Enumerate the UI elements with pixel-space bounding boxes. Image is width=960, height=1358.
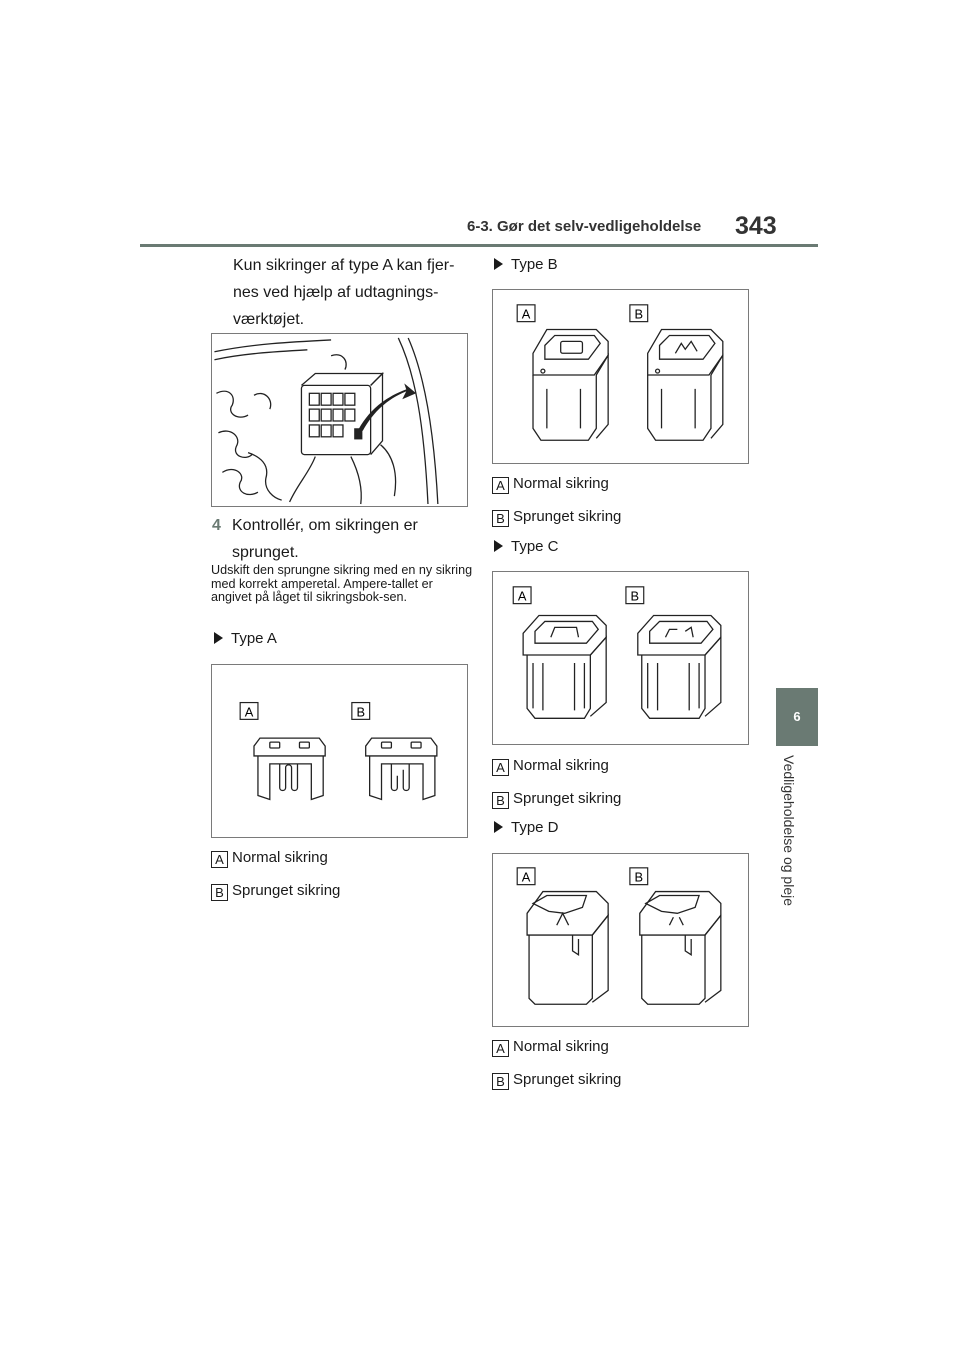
type-c-label: Type C [511,538,559,555]
header-divider [140,244,818,247]
type-c-figure: A B [492,571,749,745]
blade-fuse-drawing: A B [239,701,438,801]
legend-text: Sprunget sikring [513,508,622,525]
fig-label-a-box: A [239,701,259,720]
fig-label-b: B [634,307,643,322]
type-a-label: Type A [231,630,277,647]
type-c-heading: Type C [494,538,559,555]
triangle-bullet-icon [494,821,503,833]
legend-badge-b: B [492,1073,509,1090]
type-b-figure: A B [492,289,749,464]
type-b-heading: Type B [494,256,558,273]
cartridge-fuse-d-drawing: A B [516,867,722,1005]
type-a-figure: A B [211,664,468,838]
lead-paragraph: Kun sikringer af type A kan fjer-nes ved… [233,257,455,328]
blown-cartridge-fuse [637,614,722,719]
normal-cartridge-fuse [532,328,609,441]
fig-label-b: B [631,589,640,604]
type-b-label: Type B [511,256,558,273]
legend-badge-b: B [211,884,228,901]
chapter-title: Vedligeholdelse og pleje [781,755,797,907]
legend-text: Sprunget sikring [513,1071,622,1088]
fig-label-a: A [522,307,531,322]
type-d-label: Type D [511,819,559,836]
legend-badge-a: A [492,759,509,776]
fig-label-b-box: B [629,304,649,323]
fig-label-b: B [634,870,643,885]
chapter-tab: 6 [776,688,818,746]
legend-badge-a: A [492,477,509,494]
triangle-bullet-icon [214,632,223,644]
legend-badge-b: B [492,510,509,527]
blown-cartridge-fuse [647,328,724,441]
type-d-heading: Type D [494,819,559,836]
fig-label-a-box: A [516,304,536,323]
fig-label-b-box: B [351,701,371,720]
legend-text: Normal sikring [513,475,609,492]
fuse-box-illustration [211,333,468,507]
triangle-bullet-icon [494,540,503,552]
fig-label-b-box: B [629,867,649,886]
legend-text: Sprunget sikring [232,882,341,899]
fig-label-a-box: A [516,867,536,886]
fig-label-b: B [356,704,365,719]
legend-badge-a: A [492,1040,509,1057]
legend-text: Normal sikring [232,849,328,866]
step-4: 4 Kontrollér, om sikringen er sprunget. [212,512,472,566]
step-number: 4 [212,517,221,534]
cartridge-fuse-b-drawing: A B [516,304,724,441]
triangle-bullet-icon [494,258,503,270]
normal-blade-fuse [253,737,326,801]
cartridge-fuse-c-drawing: A B [512,586,722,719]
fuse-box-drawing [214,337,439,505]
fig-label-a: A [245,704,254,719]
chapter-title-vertical: Vedligeholdelse og pleje [765,755,829,930]
page-number: 343 [735,212,777,240]
fig-label-b-box: B [625,586,645,605]
normal-cartridge-fuse [522,614,607,719]
replacement-note: Udskift den sprungne sikring med en ny s… [211,563,473,604]
type-a-heading: Type A [214,630,277,647]
legend-text: Sprunget sikring [513,790,622,807]
legend-text: Normal sikring [513,1038,609,1055]
legend-badge-b: B [492,792,509,809]
fig-label-a: A [522,870,531,885]
fig-label-a: A [518,589,527,604]
legend-badge-a: A [211,851,228,868]
normal-cartridge-fuse [526,890,609,1005]
blown-blade-fuse [365,737,438,801]
type-d-figure: A B [492,853,749,1027]
section-title: 6-3. Gør det selv-vedligeholdelse [467,218,702,235]
blown-cartridge-fuse [639,890,722,1005]
legend-text: Normal sikring [513,757,609,774]
step-text: Kontrollér, om sikringen er sprunget. [232,517,418,561]
fig-label-a-box: A [512,586,532,605]
